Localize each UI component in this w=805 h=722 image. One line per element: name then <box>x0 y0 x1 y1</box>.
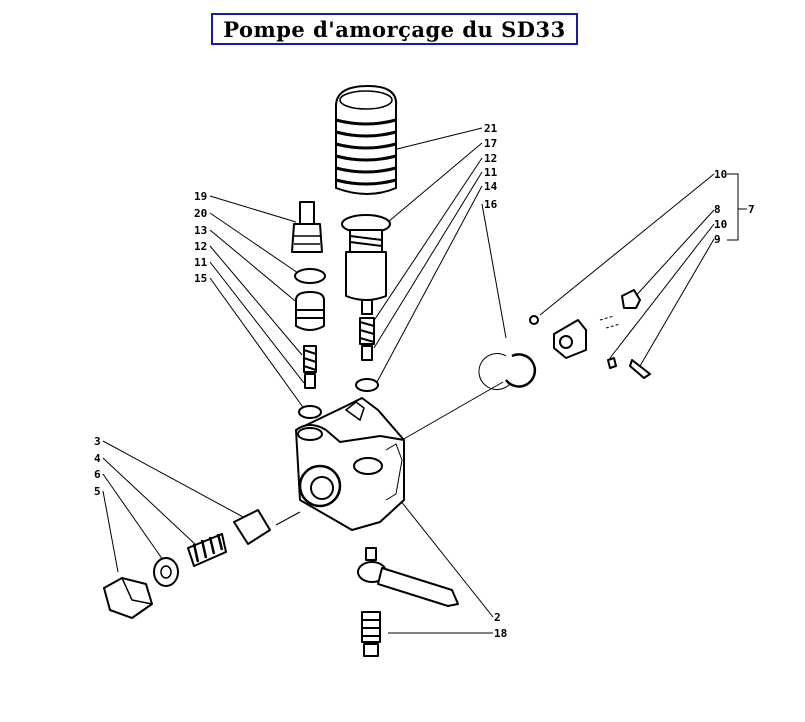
label-19: 19 <box>194 190 207 203</box>
label-11b: 11 <box>194 256 208 269</box>
label-16: 16 <box>484 198 498 211</box>
label-7: 7 <box>748 203 755 216</box>
diagram-title: Pompe d'amorçage du SD33 <box>223 16 566 42</box>
label-11a: 11 <box>484 166 498 179</box>
banjo-fitting <box>357 547 459 657</box>
label-2: 2 <box>494 611 501 624</box>
center-spring <box>355 317 379 392</box>
title-box: Pompe d'amorçage du SD33 <box>211 13 578 45</box>
lever-assembly <box>529 289 651 379</box>
label-6: 6 <box>94 468 101 481</box>
label-5: 5 <box>94 485 101 498</box>
leader-lines <box>102 127 747 634</box>
label-14: 14 <box>484 180 498 193</box>
plunger <box>341 214 391 315</box>
label-4: 4 <box>94 452 101 465</box>
label-3: 3 <box>94 435 101 448</box>
label-9: 9 <box>714 233 721 246</box>
label-20: 20 <box>194 207 207 220</box>
label-18: 18 <box>494 627 507 640</box>
label-13: 13 <box>194 224 207 237</box>
label-21: 21 <box>484 122 498 135</box>
plug-stack <box>103 509 271 619</box>
label-10a: 10 <box>714 168 727 181</box>
pump-body <box>295 397 405 531</box>
part-labels: 21 17 12 11 14 16 10 8 7 10 9 19 20 13 1… <box>94 122 755 640</box>
label-12b: 12 <box>194 240 207 253</box>
valve-stack-left <box>291 201 326 419</box>
label-17: 17 <box>484 137 497 150</box>
label-15: 15 <box>194 272 207 285</box>
circlip <box>478 353 537 391</box>
label-10b: 10 <box>714 218 727 231</box>
label-8: 8 <box>714 203 721 216</box>
bellows-boot <box>335 85 398 195</box>
label-12a: 12 <box>484 152 497 165</box>
